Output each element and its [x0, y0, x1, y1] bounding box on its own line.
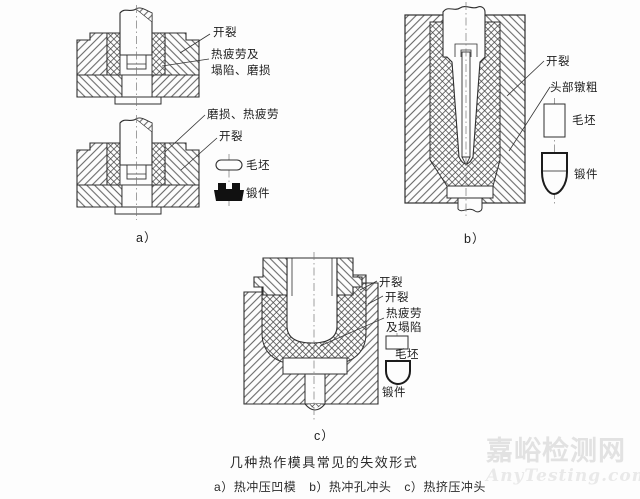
forging-icon	[541, 152, 568, 196]
panel-b-legend: 毛坯 锻件	[541, 98, 598, 206]
panel-c-legend: 毛坯 锻件	[382, 333, 419, 399]
panel-c-drawing: 开裂 开裂 热疲劳 及塌陷 毛坯 锻件 c）	[243, 252, 422, 443]
panel-c-letter: c）	[314, 429, 335, 443]
annotation-wear-fatigue: 磨损、热疲劳	[207, 107, 279, 121]
panel-a-letter: a）	[136, 231, 157, 245]
legend-blank-label: 毛坯	[572, 114, 596, 127]
panel-b-letter: b）	[464, 232, 485, 246]
caption-part-c: c）热挤压冲头	[404, 480, 486, 494]
ejector-plate-b	[446, 185, 494, 199]
legend-blank-label: 毛坯	[395, 348, 419, 361]
annotation-crack-upper-c: 开裂	[379, 276, 403, 289]
legend-forging-label: 锻件	[382, 385, 406, 399]
watermark-site-name: 嘉峪检测网	[486, 436, 626, 466]
annotation-crack-top: 开裂	[213, 26, 237, 39]
annotation-crack-bottom: 开裂	[219, 130, 243, 143]
annotation-head-upset-b: 头部镦粗	[550, 80, 598, 94]
ejector-stem-b	[457, 197, 483, 213]
die-section-a-lower	[76, 114, 200, 221]
legend-forging-label: 锻件	[246, 186, 270, 200]
forging-icon	[214, 183, 244, 201]
panel-a-leader-lines	[161, 33, 218, 171]
watermark-site-url: AnyTesting.com	[486, 466, 640, 486]
punch-holder-right-c	[336, 257, 363, 296]
forging-icon	[385, 360, 411, 386]
panel-a-drawing: 开裂 热疲劳及 塌陷、磨损 磨损、热疲劳 开裂 毛坯 锻件 a）	[76, 4, 279, 245]
blank-icon	[215, 159, 243, 171]
annotation-crack-b: 开裂	[546, 55, 570, 68]
caption-part-b: b）热冲孔冲头	[309, 480, 392, 494]
annotation-fatigue-line2-c: 及塌陷	[386, 320, 422, 334]
blank-icon	[385, 335, 409, 350]
extrusion-punch-c	[286, 257, 338, 344]
ejector-plate-c	[282, 357, 348, 375]
ejector-pin-c	[304, 373, 326, 405]
legend-forging-label: 锻件	[574, 167, 598, 181]
annotation-fatigue-line1-c: 热疲劳	[386, 306, 422, 320]
panel-b-leader-lines	[506, 60, 551, 152]
die-section-a-upper	[76, 4, 200, 111]
watermark: 嘉峪检测网 AnyTesting.com	[486, 436, 640, 486]
legend-blank-label: 毛坯	[246, 159, 270, 172]
panel-a-legend: 毛坯 锻件	[214, 154, 270, 206]
panel-b-drawing: 开裂 头部镦粗 毛坯 锻件 b）	[404, 2, 598, 246]
annotation-crack-lower-c: 开裂	[385, 291, 409, 304]
annotation-thermal-fatigue-line2: 塌陷、磨损	[211, 63, 271, 77]
figure-title: 几种热作模具常见的失效形式	[229, 455, 419, 470]
blank-icon	[543, 103, 566, 138]
caption-part-a: a）热冲压凹模	[214, 480, 297, 494]
punch-holder-left-c	[253, 257, 288, 296]
annotation-thermal-fatigue-line1: 热疲劳及	[211, 47, 259, 61]
panel-c-leader-lines	[319, 280, 385, 347]
figure-caption: a）热冲压凹模 b）热冲孔冲头 c）热挤压冲头	[205, 478, 495, 495]
